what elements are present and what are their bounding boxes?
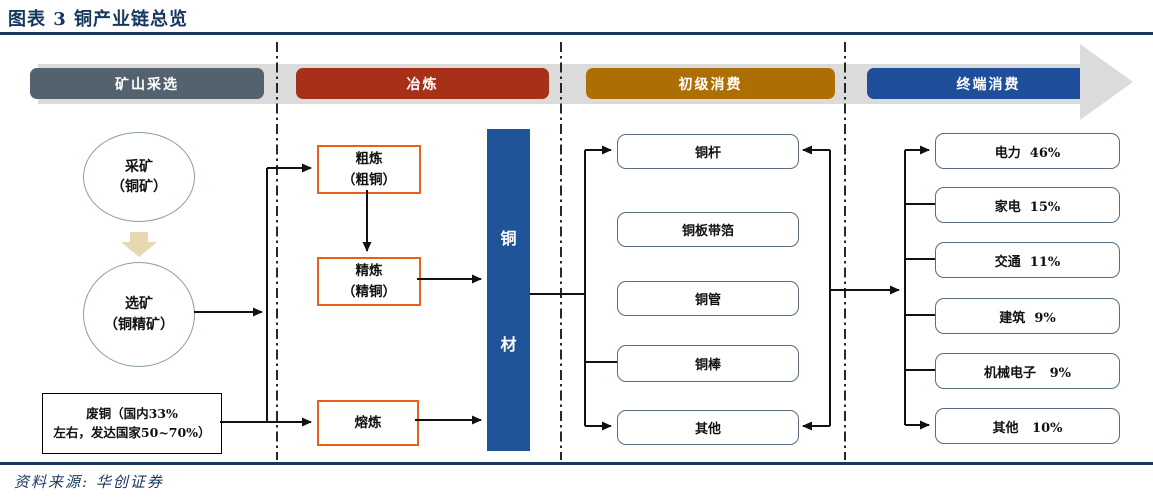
node-ore-dressing-line2: （铜精矿） xyxy=(104,316,174,333)
node-transportation-11pct: 交通 11% xyxy=(935,242,1120,278)
node-transportation-label: 交通 11% xyxy=(994,254,1061,270)
node-crude-smelting-line1: 粗炼 xyxy=(355,151,383,168)
node-copper-plate-strip-foil-label: 铜板带箔 xyxy=(681,224,734,239)
down-arrow-beige xyxy=(121,232,157,257)
stage-header-smelting: 冶炼 xyxy=(296,68,549,99)
node-primary-other: 其他 xyxy=(617,410,799,445)
copper-char: 铜 xyxy=(500,229,517,248)
stage-header-primary-consumption: 初级消费 xyxy=(586,68,835,99)
node-copper-material-bar: 铜 材 xyxy=(487,129,530,451)
node-ore-dressing-line1: 选矿 xyxy=(125,296,153,313)
stage-header-mining: 矿山采选 xyxy=(30,68,264,99)
node-machinery-electronics-9pct: 机械电子 9% xyxy=(935,353,1120,389)
node-primary-other-label: 其他 xyxy=(694,422,721,437)
node-copper-tube-label: 铜管 xyxy=(694,293,721,308)
node-construction-label: 建筑 9% xyxy=(999,310,1056,326)
node-copper-bar-label: 铜棒 xyxy=(694,358,721,373)
source-note: 资料来源: 华创证券 xyxy=(14,473,164,491)
node-copper-bar: 铜棒 xyxy=(617,345,799,382)
figure-title: 图表 3 铜产业链总览 xyxy=(8,9,189,30)
node-home-appliance-label: 家电 15% xyxy=(994,199,1061,215)
node-terminal-other-label: 其他 10% xyxy=(992,420,1063,436)
section-separators xyxy=(276,42,846,460)
node-ore-mining-line2: （铜矿） xyxy=(111,179,167,195)
node-ore-dressing: 选矿 （铜精矿） xyxy=(83,262,195,367)
node-crude-smelting: 粗炼 （粗铜） xyxy=(317,145,421,194)
node-home-appliance-15pct: 家电 15% xyxy=(935,187,1120,223)
node-scrap-copper: 废铜（国内33% 左右，发达国家50~70%） xyxy=(42,393,222,454)
flow-lines xyxy=(194,145,935,431)
node-crude-smelting-line2: （粗铜） xyxy=(342,171,396,188)
node-refining-line1: 精炼 xyxy=(355,263,383,280)
node-ore-mining: 采矿 （铜矿） xyxy=(83,132,195,222)
node-machinery-electronics-label: 机械电子 9% xyxy=(984,365,1071,381)
title-underline xyxy=(0,32,1153,35)
node-scrap-copper-line1: 废铜（国内33% xyxy=(86,405,178,421)
node-copper-rod-label: 铜杆 xyxy=(694,146,721,161)
node-copper-rod: 铜杆 xyxy=(617,134,799,169)
node-refining-line2: （精铜） xyxy=(342,283,396,300)
node-power-label: 电力 46% xyxy=(994,145,1061,161)
node-copper-tube: 铜管 xyxy=(617,281,799,316)
node-copper-plate-strip-foil: 铜板带箔 xyxy=(617,212,799,247)
node-scrap-copper-line2: 左右，发达国家50~70%） xyxy=(53,424,211,440)
material-char: 材 xyxy=(500,335,517,354)
node-construction-9pct: 建筑 9% xyxy=(935,298,1120,334)
node-melting: 熔炼 xyxy=(317,400,419,446)
node-ore-mining-line1: 采矿 xyxy=(125,158,153,175)
node-refining: 精炼 （精铜） xyxy=(317,257,421,306)
stage-header-terminal-consumption: 终端消费 xyxy=(867,68,1110,99)
node-power-46pct: 电力 46% xyxy=(935,133,1120,169)
footer-rule xyxy=(0,462,1153,465)
node-terminal-other-10pct: 其他 10% xyxy=(935,408,1120,444)
node-melting-label: 熔炼 xyxy=(354,414,382,431)
